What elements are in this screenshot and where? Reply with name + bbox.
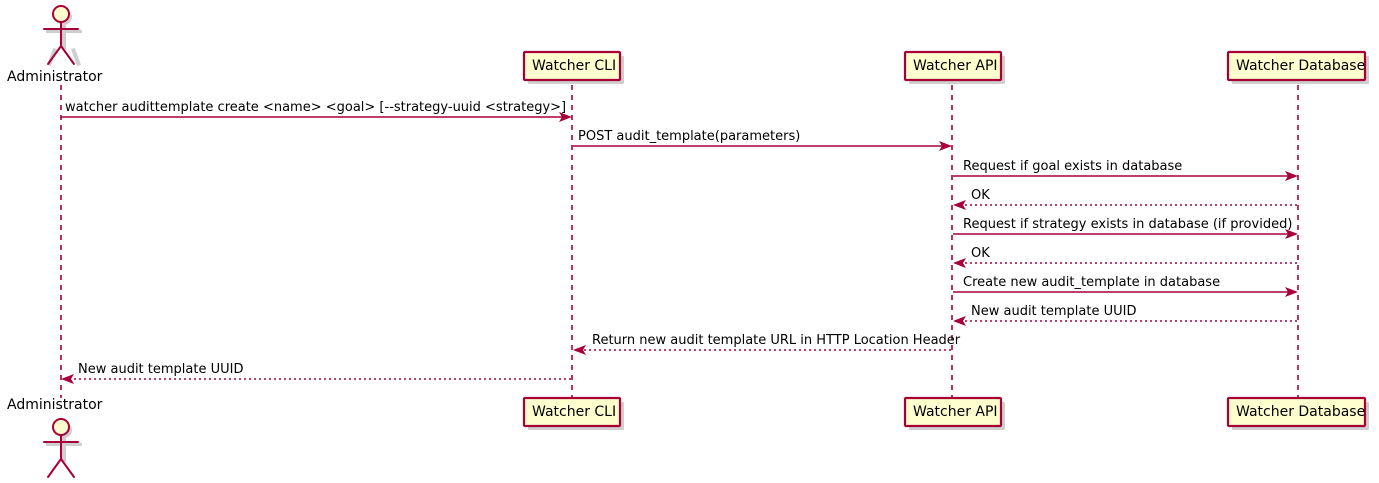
message-arrow-4 — [953, 200, 1297, 210]
message-label-1: watcher audittemplate create <name> <goa… — [65, 100, 567, 115]
actor-label-administrator-bottom: Administrator — [7, 397, 103, 413]
message-label-7: Create new audit_template in database — [963, 275, 1221, 290]
participant-box-watcher-api-bottom — [903, 396, 1005, 430]
message-arrow-10 — [61, 374, 571, 384]
actor-administrator-top — [43, 5, 82, 67]
message-arrow-7 — [953, 287, 1298, 297]
message-label-8: New audit template UUID — [971, 304, 1137, 319]
message-arrow-8 — [953, 316, 1297, 326]
participant-box-watcher-database-top — [1226, 50, 1369, 84]
message-label-9: Return new audit template URL in HTTP Lo… — [592, 333, 961, 348]
message-label-6: OK — [971, 246, 990, 261]
message-arrow-1 — [61, 112, 572, 122]
message-label-5: Request if strategy exists in database (… — [963, 217, 1293, 232]
message-arrow-2 — [573, 141, 952, 151]
participant-label-watcher-cli-top: Watcher CLI — [532, 58, 617, 74]
actor-label-administrator-top: Administrator — [7, 69, 103, 85]
participant-label-watcher-cli-bottom: Watcher CLI — [532, 404, 617, 420]
message-arrow-3 — [953, 171, 1298, 181]
actor-administrator-bottom — [43, 418, 82, 478]
message-arrow-5 — [953, 229, 1298, 239]
participant-box-watcher-cli-bottom — [522, 396, 624, 430]
participant-box-watcher-database-bottom — [1226, 396, 1369, 430]
message-label-3: Request if goal exists in database — [963, 159, 1183, 174]
participant-label-watcher-api-bottom: Watcher API — [913, 404, 998, 420]
message-label-10: New audit template UUID — [78, 362, 244, 377]
participant-label-watcher-api-top: Watcher API — [913, 58, 998, 74]
participant-label-watcher-database-bottom: Watcher Database — [1236, 404, 1366, 420]
participant-box-watcher-cli-top — [522, 50, 624, 84]
message-arrow-6 — [953, 258, 1297, 268]
message-label-2: POST audit_template(parameters) — [578, 129, 801, 144]
message-label-4: OK — [971, 188, 990, 203]
participant-box-watcher-api-top — [903, 50, 1005, 84]
message-arrow-9 — [573, 345, 951, 355]
participant-label-watcher-database-top: Watcher Database — [1236, 58, 1366, 74]
